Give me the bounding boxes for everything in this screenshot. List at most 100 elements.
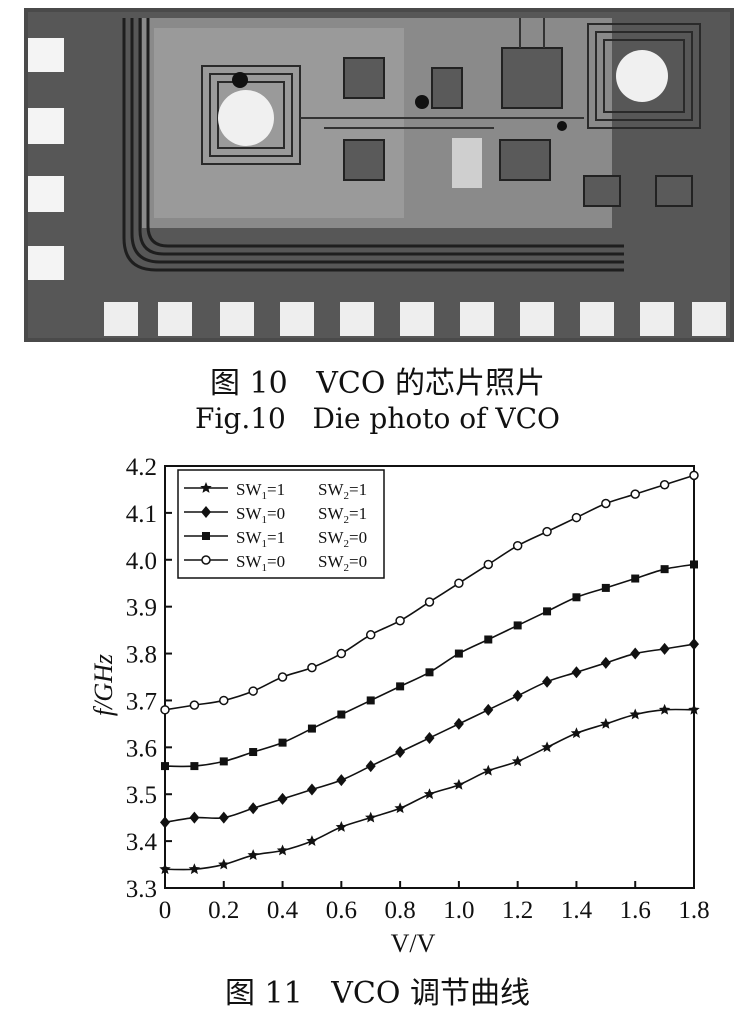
x-tick-label: 1.6 — [620, 897, 651, 924]
data-point — [307, 662, 317, 673]
data-point — [541, 741, 553, 753]
x-tick-label: 1.4 — [561, 897, 593, 924]
data-point — [190, 762, 199, 771]
data-point — [658, 703, 671, 715]
legend-label-sw2: SW2=0 — [318, 528, 367, 550]
legend-marker — [201, 555, 211, 565]
y-tick-label: 3.7 — [126, 688, 157, 715]
data-point — [307, 724, 316, 733]
data-point — [336, 648, 347, 659]
data-point — [483, 703, 494, 716]
plot-area — [164, 465, 695, 889]
data-point — [660, 565, 669, 574]
data-point — [160, 816, 170, 829]
data-point — [249, 748, 258, 757]
data-point — [659, 642, 670, 655]
data-point — [629, 708, 641, 720]
figure-11-caption-chinese: 图 11 VCO 调节曲线 — [224, 976, 531, 1011]
data-point — [277, 792, 288, 805]
data-point — [542, 526, 552, 537]
data-point — [543, 607, 552, 616]
data-point — [366, 696, 375, 705]
legend-label-sw1: SW1=1 — [236, 528, 285, 550]
die-photo — [24, 8, 734, 342]
legend-label-sw1: SW1=0 — [236, 552, 285, 574]
data-point — [395, 615, 405, 626]
series-circle — [160, 470, 699, 715]
series-star — [159, 703, 700, 875]
data-point — [424, 731, 435, 744]
data-point — [277, 672, 288, 682]
data-point — [571, 512, 582, 523]
data-point — [335, 821, 348, 832]
data-point — [161, 762, 169, 771]
y-tick-label: 3.4 — [126, 829, 158, 856]
data-point — [247, 849, 259, 861]
data-point — [219, 695, 229, 706]
data-point — [395, 746, 406, 759]
data-point — [454, 578, 464, 588]
data-point — [512, 540, 523, 551]
data-point — [248, 802, 259, 815]
data-point — [218, 858, 230, 870]
x-tick-label: 0.8 — [384, 897, 415, 924]
y-tick-label: 3.8 — [126, 642, 157, 669]
y-tick-label: 3.5 — [126, 782, 157, 809]
y-tick-label: 3.9 — [126, 595, 157, 622]
y-tick-label: 4.1 — [126, 501, 157, 528]
data-point — [396, 682, 405, 691]
legend-entry: SW1=0 SW2=0 — [184, 552, 367, 574]
data-point — [630, 489, 640, 499]
data-point — [423, 788, 436, 800]
data-point — [425, 668, 434, 677]
x-tick-label: 0.6 — [326, 897, 357, 924]
data-point — [483, 559, 494, 570]
figure-10-caption-english: Fig.10 Die photo of VCO — [195, 402, 560, 435]
series-square — [161, 560, 698, 771]
data-point — [482, 764, 494, 776]
x-tick-label: 1.0 — [443, 897, 474, 924]
data-point — [248, 686, 258, 696]
x-tick-label: 0 — [159, 897, 172, 924]
y-tick-label: 4.0 — [126, 548, 157, 575]
data-point — [511, 755, 524, 767]
y-tick-label: 3.3 — [126, 876, 157, 903]
data-point — [454, 649, 463, 658]
data-point — [542, 675, 553, 688]
data-point — [306, 783, 317, 796]
data-point — [365, 630, 376, 640]
data-point — [571, 666, 582, 679]
y-axis-label: f/GHz — [89, 654, 118, 716]
data-point — [453, 717, 464, 730]
x-tick-label: 1.8 — [678, 897, 709, 924]
data-point — [600, 656, 611, 669]
data-point — [189, 700, 200, 710]
legend-marker — [202, 532, 210, 540]
legend-label-sw2: SW2=1 — [318, 504, 367, 526]
legend-label-sw2: SW2=1 — [318, 480, 367, 502]
data-point — [513, 621, 522, 630]
data-point — [394, 802, 406, 814]
data-point — [572, 593, 581, 602]
legend-label-sw2: SW2=0 — [318, 552, 367, 574]
x-axis-label: V/V — [391, 929, 436, 958]
data-point — [512, 689, 523, 702]
data-point — [160, 705, 170, 715]
data-point — [278, 738, 287, 747]
series-diamond — [160, 638, 699, 829]
data-point — [159, 863, 171, 875]
data-point — [659, 480, 670, 490]
data-point — [219, 757, 228, 766]
x-tick-label: 0.2 — [208, 897, 239, 924]
data-point — [218, 811, 229, 824]
data-point — [601, 583, 610, 592]
data-point — [188, 863, 201, 875]
data-point — [570, 727, 583, 739]
data-point — [365, 760, 376, 773]
data-point — [631, 574, 640, 583]
data-point — [601, 498, 611, 509]
x-tick-label: 0.4 — [267, 897, 299, 924]
